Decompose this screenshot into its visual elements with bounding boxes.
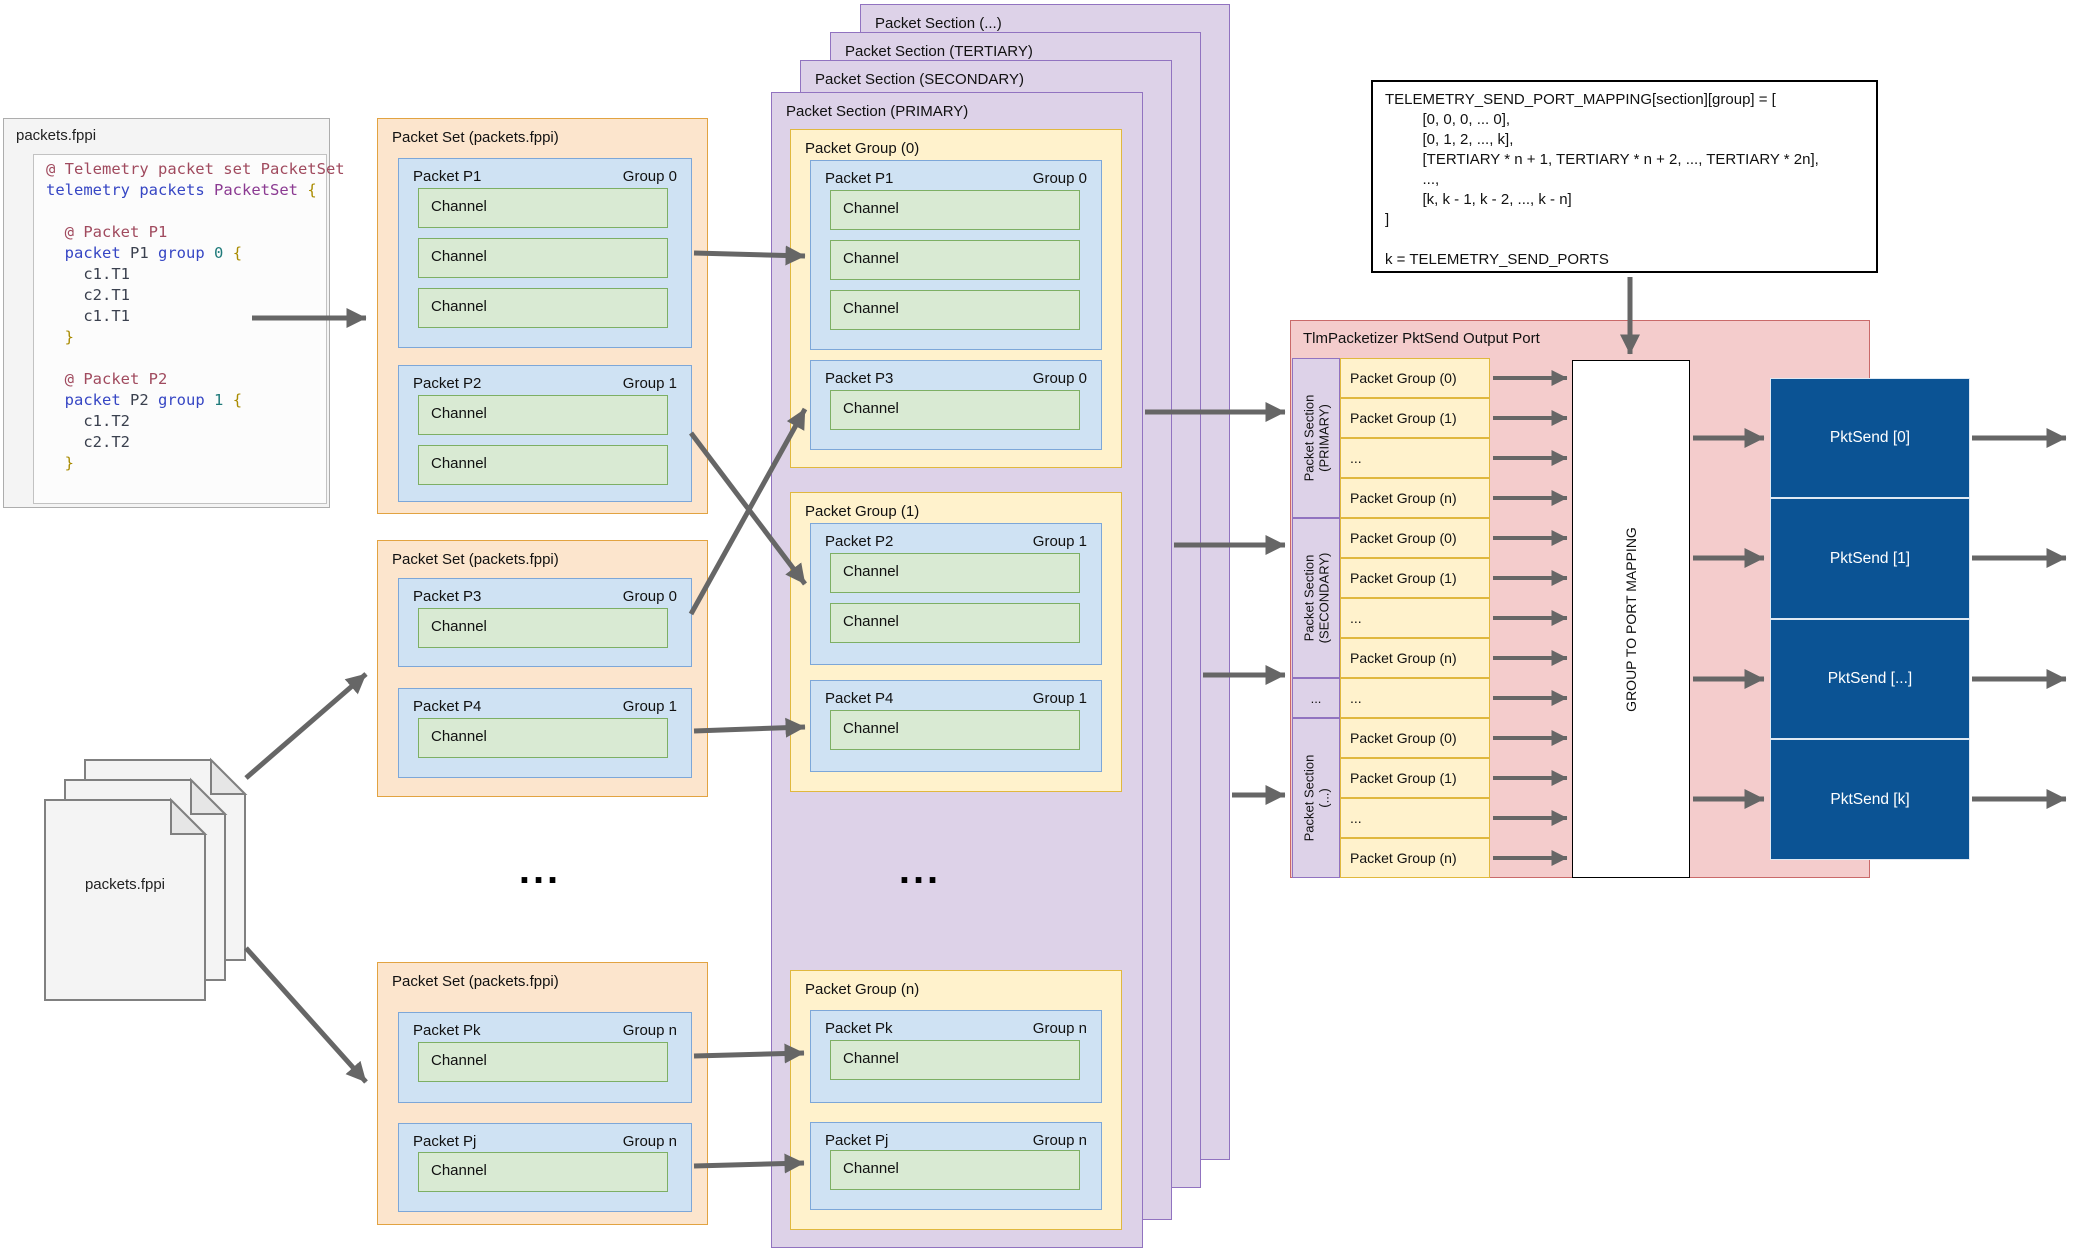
channel-box: Channel bbox=[418, 1042, 668, 1082]
group-row: ... bbox=[1340, 678, 1490, 718]
packet-group-tag: Group 0 bbox=[1032, 370, 1087, 387]
packet-name: Packet Pj bbox=[413, 1133, 477, 1150]
group-row: Packet Group (0) bbox=[1340, 358, 1490, 398]
group-row: Packet Group (n) bbox=[1340, 838, 1490, 878]
packet-name: Packet P1 bbox=[825, 170, 894, 187]
group-row: ... bbox=[1340, 798, 1490, 838]
pktsend-port-1: PktSend [1] bbox=[1770, 498, 1970, 619]
packet-section-dots-title: Packet Section (...) bbox=[875, 15, 1002, 32]
group-row: Packet Group (n) bbox=[1340, 478, 1490, 518]
group-row: Packet Group (1) bbox=[1340, 558, 1490, 598]
channel-box: Channel bbox=[418, 1152, 668, 1192]
packetizer-section-secondary: Packet Section (SECONDARY) bbox=[1292, 518, 1340, 678]
packet-name: Packet Pk bbox=[413, 1022, 481, 1039]
packet-group-tag: Group 0 bbox=[622, 168, 677, 185]
packet-group-tag: Group 1 bbox=[622, 698, 677, 715]
tlmpacketizer-title: TlmPacketizer PktSend Output Port bbox=[1303, 330, 1540, 347]
channel-box: Channel bbox=[418, 188, 668, 228]
packet-name: Packet Pk bbox=[825, 1020, 893, 1037]
section-label-line: (...) bbox=[1316, 788, 1331, 808]
packet-group-n-title: Packet Group (n) bbox=[805, 981, 920, 998]
packet-group-tag: Group 0 bbox=[622, 588, 677, 605]
connector-arrow bbox=[244, 672, 368, 780]
packet-group-tag: Group 1 bbox=[1032, 690, 1087, 707]
group-row: ... bbox=[1340, 438, 1490, 478]
packet-group-tag: Group 0 bbox=[1032, 170, 1087, 187]
pktsend-port-k: PktSend [k] bbox=[1770, 739, 1970, 860]
fppi-source-title: packets.fppi bbox=[16, 127, 97, 144]
channel-box: Channel bbox=[418, 288, 668, 328]
connector-arrow bbox=[244, 946, 368, 1084]
channel-box: Channel bbox=[418, 718, 668, 758]
group-to-port-mapping-label: GROUP TO PORT MAPPING bbox=[1622, 526, 1639, 712]
channel-box: Channel bbox=[830, 710, 1080, 750]
packet-group-tag: Group n bbox=[622, 1022, 677, 1039]
packet-section-primary-title: Packet Section (PRIMARY) bbox=[786, 103, 969, 120]
packetizer-section-ellipsis: ... bbox=[1292, 678, 1340, 718]
channel-box: Channel bbox=[418, 395, 668, 435]
group1-packet-p2: Packet P2 Group 1 bbox=[810, 523, 1102, 665]
group-row: Packet Group (1) bbox=[1340, 758, 1490, 798]
group-row: Packet Group (0) bbox=[1340, 518, 1490, 558]
packet-set-2-title: Packet Set (packets.fppi) bbox=[392, 551, 559, 568]
packet-group-tag: Group 1 bbox=[1032, 533, 1087, 550]
channel-box: Channel bbox=[830, 1040, 1080, 1080]
sets-ellipsis: ... bbox=[518, 848, 562, 892]
fppi-files-stack bbox=[44, 757, 248, 1001]
channel-box: Channel bbox=[830, 290, 1080, 330]
files-stack-label: packets.fppi bbox=[84, 876, 166, 893]
channel-box: Channel bbox=[830, 190, 1080, 230]
packet-group-tag: Group 1 bbox=[622, 375, 677, 392]
packet-name: Packet Pj bbox=[825, 1132, 889, 1149]
group-row: Packet Group (n) bbox=[1340, 638, 1490, 678]
channel-box: Channel bbox=[830, 1150, 1080, 1190]
packet-group-0-title: Packet Group (0) bbox=[805, 140, 920, 157]
packet-section-secondary-title: Packet Section (SECONDARY) bbox=[815, 71, 1024, 88]
packet-name: Packet P2 bbox=[413, 375, 482, 392]
section-label-line: Packet Section bbox=[1301, 754, 1316, 842]
pktsend-port-dots: PktSend [...] bbox=[1770, 619, 1970, 739]
packet-group-1-title: Packet Group (1) bbox=[805, 503, 920, 520]
packet-group-tag: Group n bbox=[1032, 1132, 1087, 1149]
packet-name: Packet P2 bbox=[825, 533, 894, 550]
document-icon bbox=[44, 797, 208, 1001]
port-mapping-code-box: TELEMETRY_SEND_PORT_MAPPING[section][gro… bbox=[1371, 80, 1878, 273]
packetizer-section-primary: Packet Section (PRIMARY) bbox=[1292, 358, 1340, 518]
packet-name: Packet P4 bbox=[413, 698, 482, 715]
packet-section-tertiary-title: Packet Section (TERTIARY) bbox=[845, 43, 1033, 60]
section-label-line: Packet Section bbox=[1301, 394, 1316, 482]
channel-box: Channel bbox=[830, 603, 1080, 643]
channel-box: Channel bbox=[830, 240, 1080, 280]
pktsend-port-0: PktSend [0] bbox=[1770, 378, 1970, 498]
channel-box: Channel bbox=[418, 238, 668, 278]
section-label-line: (SECONDARY) bbox=[1316, 552, 1331, 644]
packet-set-1-title: Packet Set (packets.fppi) bbox=[392, 129, 559, 146]
fppi-source-panel: packets.fppi @ Telemetry packet set Pack… bbox=[3, 118, 345, 508]
group-row: ... bbox=[1340, 598, 1490, 638]
group-row: Packet Group (1) bbox=[1340, 398, 1490, 438]
section-label-line: (PRIMARY) bbox=[1316, 404, 1331, 472]
channel-box: Channel bbox=[418, 608, 668, 648]
group-to-port-mapping-box: GROUP TO PORT MAPPING bbox=[1572, 360, 1690, 878]
packet-name: Packet P1 bbox=[413, 168, 482, 185]
packet-group-tag: Group n bbox=[1032, 1020, 1087, 1037]
packet-group-tag: Group n bbox=[622, 1133, 677, 1150]
packet-name: Packet P3 bbox=[413, 588, 482, 605]
packet-name: Packet P3 bbox=[825, 370, 894, 387]
packet-name: Packet P4 bbox=[825, 690, 894, 707]
packet-set-3-title: Packet Set (packets.fppi) bbox=[392, 973, 559, 990]
channel-box: Channel bbox=[830, 390, 1080, 430]
channel-box: Channel bbox=[418, 445, 668, 485]
packetizer-section-dots: Packet Section (...) bbox=[1292, 718, 1340, 878]
groups-ellipsis: ... bbox=[898, 848, 942, 892]
section-label-line: Packet Section bbox=[1301, 554, 1316, 642]
channel-box: Channel bbox=[830, 553, 1080, 593]
group-row: Packet Group (0) bbox=[1340, 718, 1490, 758]
